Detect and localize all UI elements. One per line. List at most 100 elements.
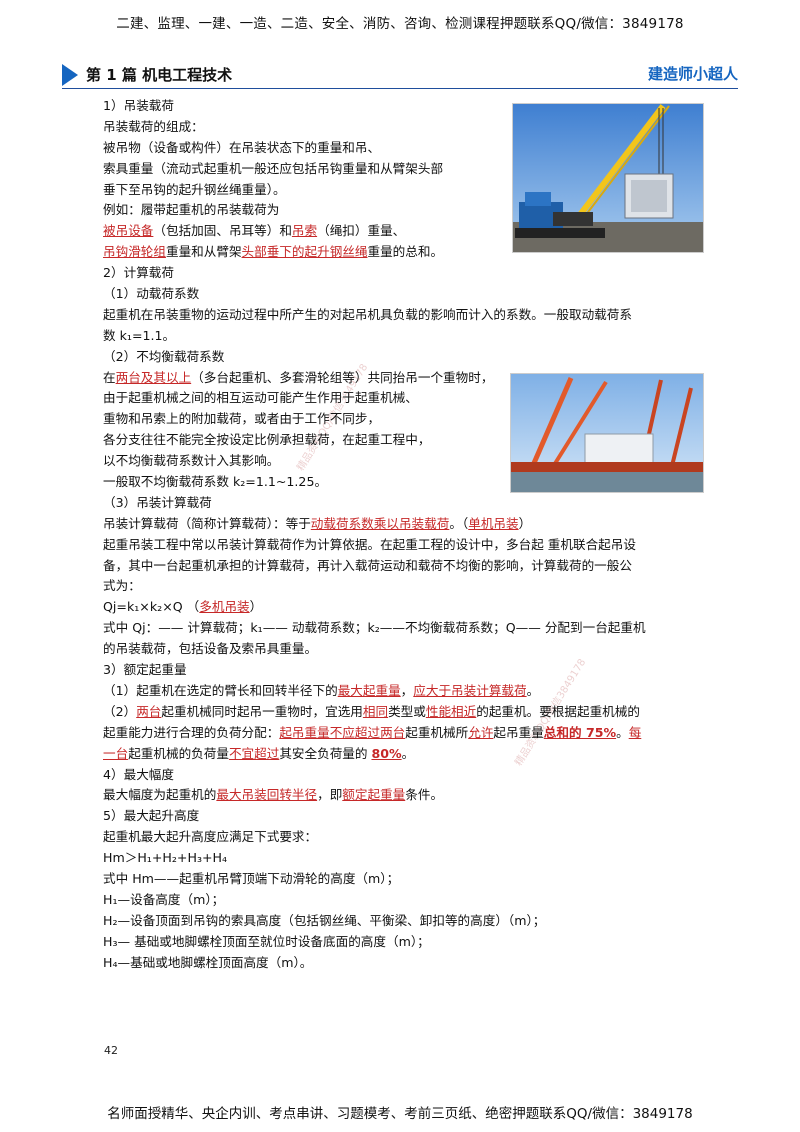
text-line: H₃— 基础或地脚螺栓顶面至就位时设备底面的高度（m）； [103,932,703,953]
highlighted-text: 不宜超过 [228,745,280,761]
text-line: 在两台及其以上（多台起重机、多套滑轮组等）共同抬吊一个重物时， [103,368,703,389]
text-line: 由于起重机械之间的相互运动可能产生作用于起重机械、 [103,388,703,409]
text-span: 4）最大幅度 [103,766,174,782]
text-span: 式中 Hm——起重机吊臂顶端下动滑轮的高度（m）； [103,870,400,886]
text-span: 一般取不均衡载荷系数 k₂=1.1~1.25。 [103,474,328,490]
text-span: 5）最大起升高度 [103,808,200,824]
highlighted-text: 头部垂下的起升钢丝绳 [241,244,368,260]
text-line: 起重吊装工程中常以吊装计算载荷作为计算依据。在起重工程的设计中，多台起 重机联合… [103,535,703,556]
highlighted-text: 总和的 75% [543,724,617,740]
highlighted-text: 最大起重量 [337,682,401,698]
text-line: 被吊设备（包括加固、吊耳等）和吊索（绳扣）重量、 [103,221,703,242]
text-line: 3）额定起重量 [103,660,703,681]
text-line: 索具重量（流动式起重机一般还应包括吊钩重量和从臂架头部 [103,159,703,180]
text-line: 最大幅度为起重机的最大吊装回转半径，即额定起重量条件。 [103,785,703,806]
text-span: （3）吊装计算载荷 [103,494,212,510]
text-span: 1）吊装载荷 [103,98,174,113]
highlighted-text: 每 [628,724,642,740]
text-line: （1）动载荷系数 [103,284,703,305]
top-banner: 二建、监理、一建、一造、二造、安全、消防、咨询、检测课程押题联系QQ/微信：38… [116,16,684,32]
text-line: 吊钩滑轮组重量和从臂架头部垂下的起升钢丝绳重量的总和。 [103,242,703,263]
highlighted-text: 额定起重量 [342,787,406,803]
text-span: 的吊装载荷，包括设备及索吊具重量。 [103,641,318,657]
text-line: 数 k₁=1.1。 [103,326,703,347]
text-span: 其安全负荷量的 [279,745,372,761]
text-span: H₁—设备高度（m）； [103,891,225,907]
highlighted-text: 允许 [468,724,494,740]
text-span: 3）额定起重量 [103,662,187,678]
chapter-title: 第 1 篇 机电工程技术 [86,66,233,84]
text-span: 各分支往往不能完全按设定比例承担载荷，在起重工程中， [103,432,431,448]
text-line: 一台起重机械的负荷量不宜超过其安全负荷量的 80%。 [103,744,703,765]
highlighted-text: 相同 [362,703,389,719]
highlighted-text: 两台 [136,703,162,719]
text-span: ） [518,515,532,531]
text-span: 类型或 [388,703,426,719]
text-line: 例如：履带起重机的吊装载荷为 [103,200,703,221]
text-span: （1）动载荷系数 [103,286,200,302]
text-span: （2） [103,703,137,719]
highlighted-text: 单机吊装 [468,515,519,531]
text-span: 索具重量（流动式起重机一般还应包括吊钩重量和从臂架头部 [103,160,444,176]
text-line: （3）吊装计算载荷 [103,493,703,514]
text-span: 重物和吊索上的附加载荷，或者由于工作不同步， [103,411,381,427]
text-line: 式中 Qj：—— 计算载荷；k₁—— 动载荷系数；k₂——不均衡载荷系数；Q——… [103,618,703,639]
text-span: 。 [401,745,415,761]
highlighted-text: 一台 [103,745,129,761]
text-span: 重量的总和。 [367,244,444,260]
text-line: 式中 Hm——起重机吊臂顶端下动滑轮的高度（m）； [103,869,703,890]
text-span: 数 k₁=1.1。 [103,327,176,343]
text-span: 。 [526,682,540,698]
brand-name: 建造师小超人 [647,65,738,83]
text-span: 式为： [103,578,141,594]
text-span: 由于起重机械之间的相互运动可能产生作用于起重机械、 [103,390,418,406]
text-span: 。（ [449,515,469,531]
text-line: 以不均衡载荷系数计入其影响。 [103,451,703,472]
text-line: 起重机最大起升高度应满足下式要求： [103,827,703,848]
highlighted-text: 吊钩滑轮组 [103,244,166,260]
text-span: ） [249,599,263,615]
text-span: 式中 Qj：—— 计算载荷；k₁—— 动载荷系数；k₂——不均衡载荷系数；Q——… [103,620,646,636]
text-span: 起重能力进行合理的负荷分配： [103,724,280,740]
highlighted-text: 最大吊装回转半径 [216,787,318,803]
chapter-header: 第 1 篇 机电工程技术 建造师小超人 [62,58,738,89]
text-span: 起重机械所 [405,724,469,740]
text-span: Qj=k₁×k₂×Q （ [103,599,200,615]
text-span: 的起重机。要根据起重机械的 [476,703,640,719]
text-line: （2）不均衡载荷系数 [103,347,703,368]
text-line: H₄—基础或地脚螺栓顶面高度（m）。 [103,953,703,974]
highlighted-text: 动载荷系数乘以吊装载荷 [310,515,450,531]
highlighted-text: 多机吊装 [199,599,250,615]
text-line: Hm＞H₁+H₂+H₃+H₄ [103,848,703,869]
text-line: 1）吊装载荷 [103,96,703,117]
text-span: 垂下至吊钩的起升钢丝绳重量）。 [103,181,286,197]
highlighted-text: 两台及其以上 [115,369,192,385]
text-line: H₂—设备顶面到吊钩的索具高度（包括钢丝绳、平衡梁、卸扣等的高度）（m）； [103,911,703,932]
text-line: 4）最大幅度 [103,765,703,786]
text-line: 的吊装载荷，包括设备及索吊具重量。 [103,639,703,660]
text-span: ，即 [317,787,343,803]
text-span: 起重吊装工程中常以吊装计算载荷作为计算依据。在起重工程的设计中，多台起 重机联合… [103,536,636,552]
arrow-icon [62,64,78,86]
text-span: 起重机械的负荷量 [128,745,229,761]
text-span: 最大幅度为起重机的 [103,787,217,803]
text-line: 起重能力进行合理的负荷分配：起吊重量不应超过两台起重机械所允许起吊重量总和的 7… [103,723,703,744]
text-span: 起重机械同时起吊一重物时，宜选用 [161,703,363,719]
text-span: 备，其中一台起重机承担的计算载荷，再计入载荷运动和载荷不均衡的影响，计算载荷的一… [103,557,632,573]
text-span: 。 [616,724,629,740]
text-span: 吊装计算载荷（简称计算载荷）：等于 [103,515,311,531]
text-span: （1）起重机在选定的臂长和回转半径下的 [103,682,338,698]
text-span: 起重机最大起升高度应满足下式要求： [103,829,318,845]
text-line: 各分支往往不能完全按设定比例承担载荷，在起重工程中， [103,430,703,451]
highlighted-text: 性能相近 [425,703,477,719]
bottom-banner: 名师面授精华、央企内训、考点串讲、习题模考、考前三页纸、绝密押题联系QQ/微信：… [107,1106,693,1122]
document-body: 1）吊装载荷吊装载荷的组成：被吊物（设备或构件）在吊装状态下的重量和吊、索具重量… [103,96,703,973]
text-span: （多台起重机、多套滑轮组等）共同抬吊一个重物时， [191,369,494,385]
text-line: 被吊物（设备或构件）在吊装状态下的重量和吊、 [103,138,703,159]
text-line: （1）起重机在选定的臂长和回转半径下的最大起重量，应大于吊装计算载荷。 [103,681,703,702]
text-line: 2）计算载荷 [103,263,703,284]
text-span: 重量和从臂架 [165,244,242,260]
text-span: H₂—设备顶面到吊钩的索具高度（包括钢丝绳、平衡梁、卸扣等的高度）（m）； [103,912,546,928]
multi-crane-lift-photo [510,373,704,493]
highlighted-text: 被吊设备 [103,223,154,239]
